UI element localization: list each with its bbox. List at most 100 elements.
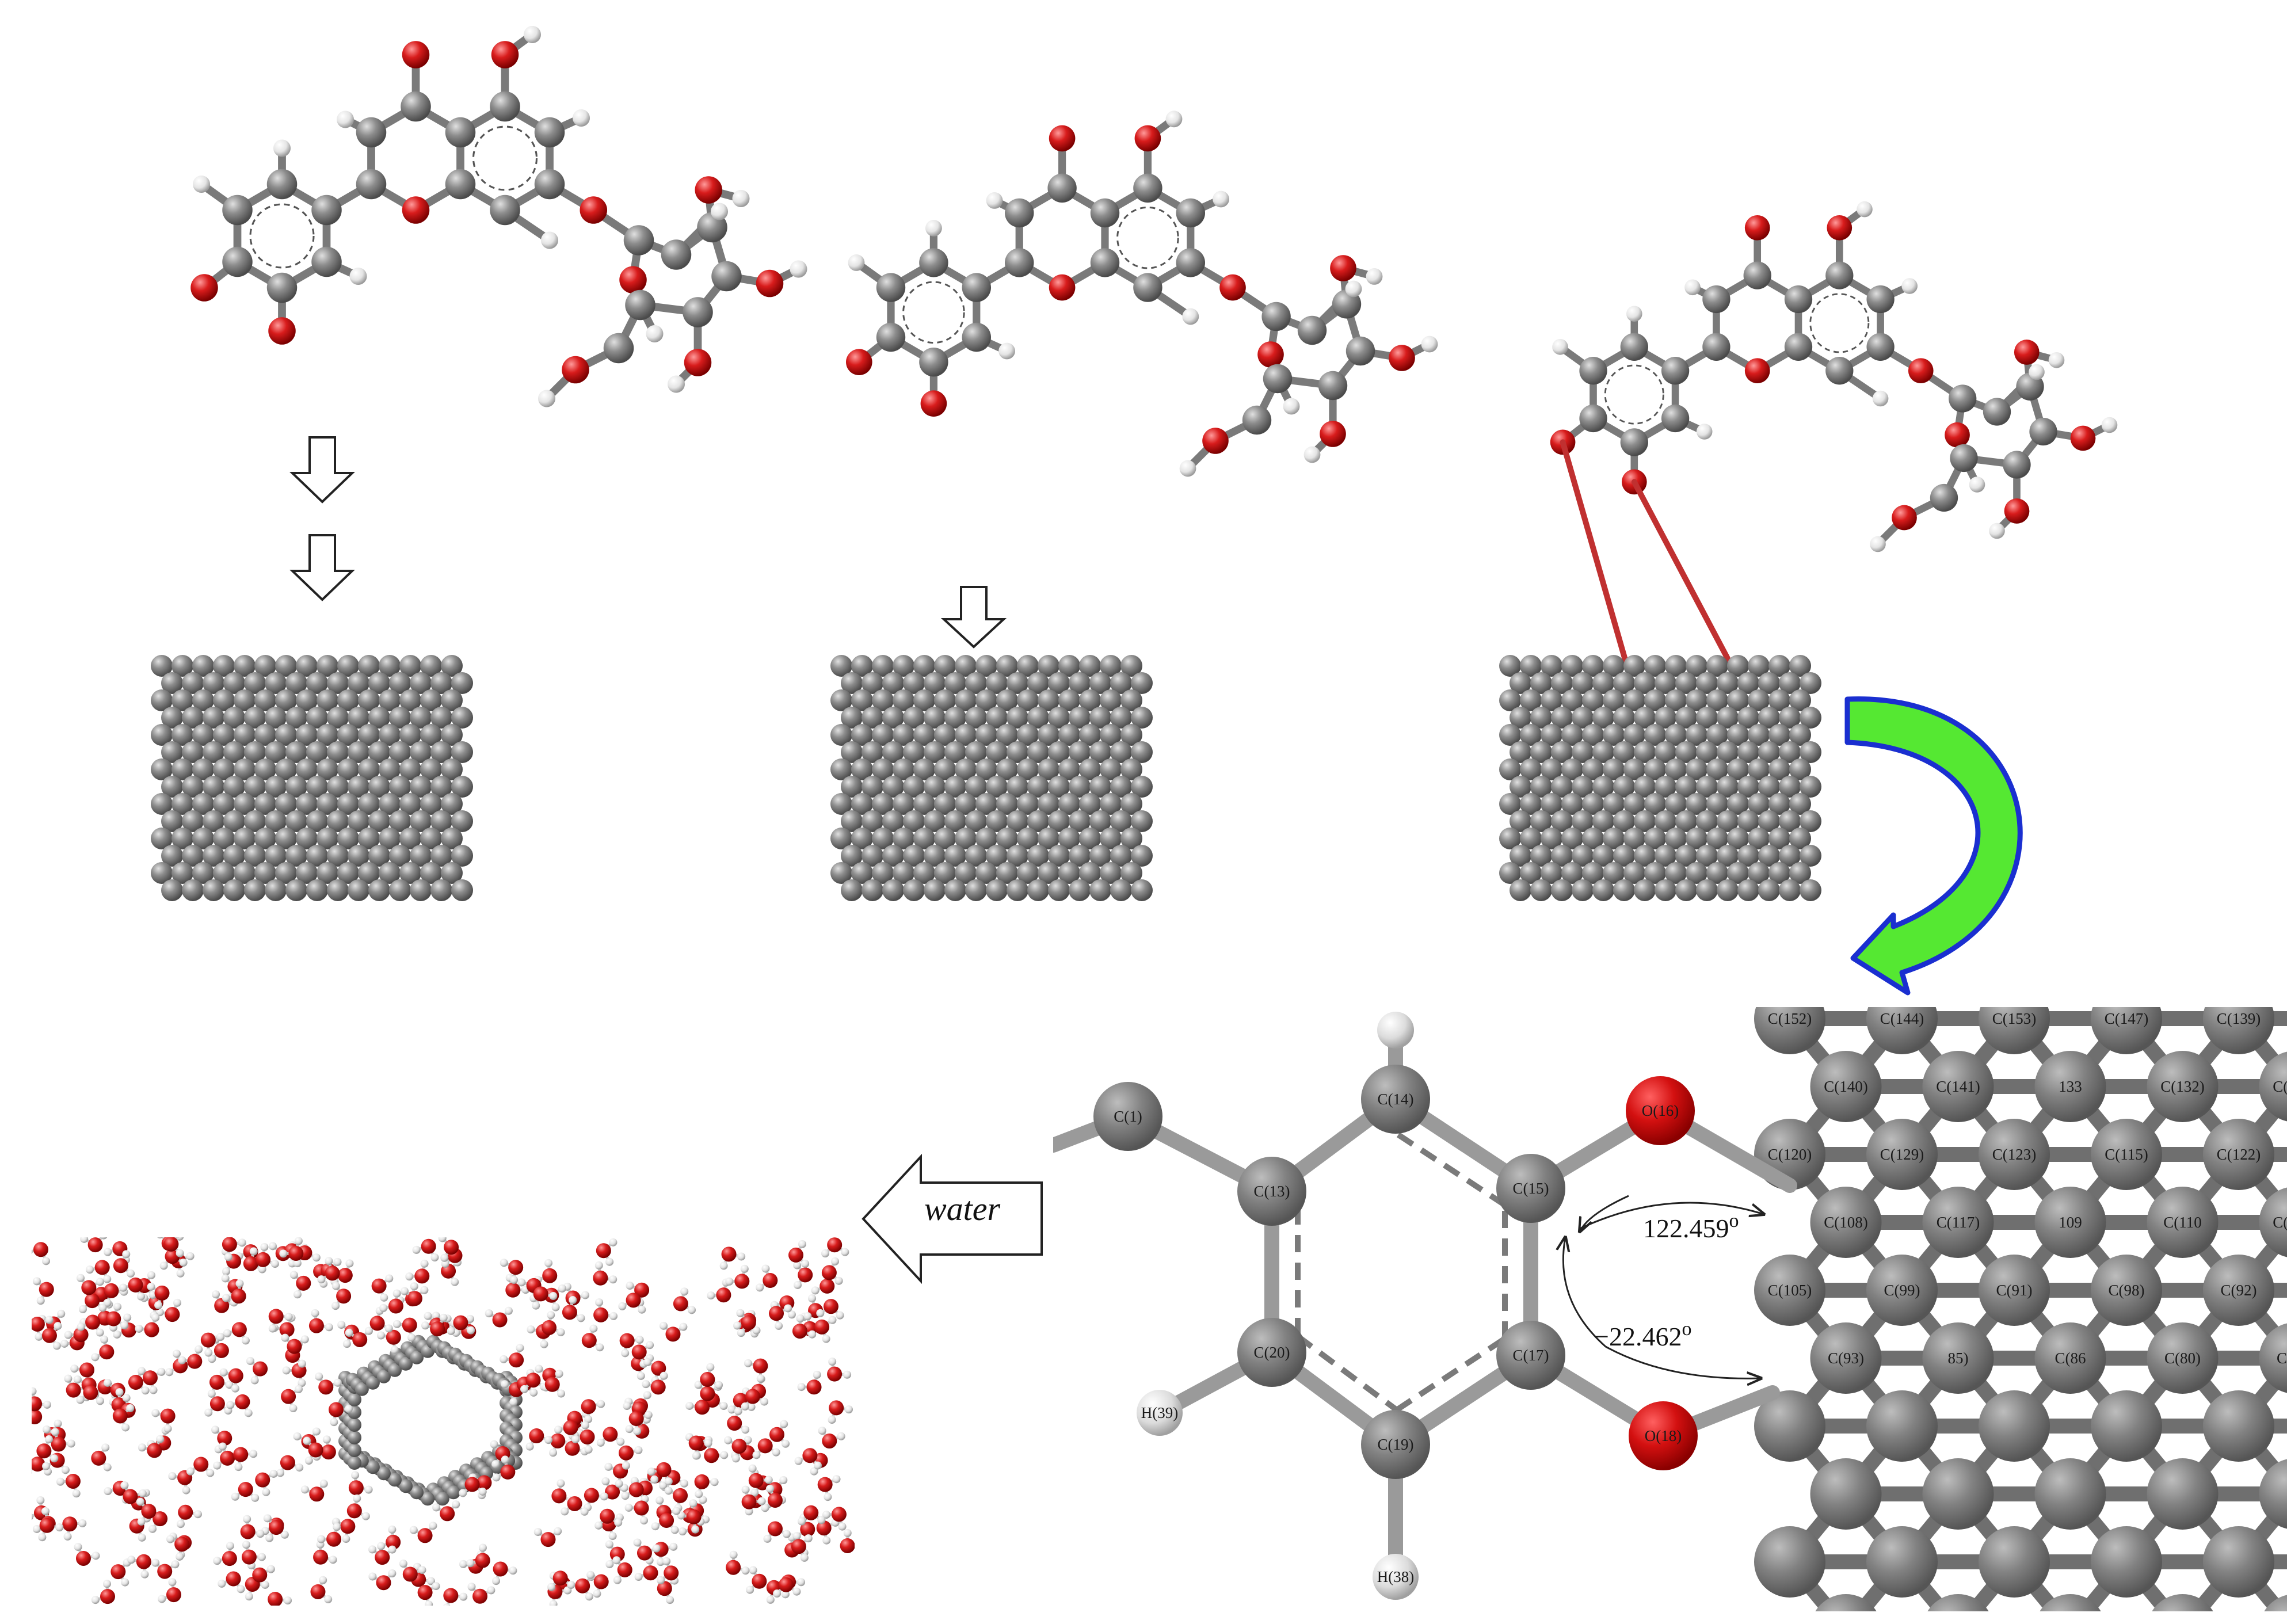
hydrogen-atom bbox=[1989, 523, 2005, 539]
water-oxygen bbox=[593, 1574, 609, 1589]
water-hydrogen bbox=[158, 1595, 166, 1603]
carbon-atom bbox=[962, 322, 992, 352]
hydrogen-atom bbox=[1870, 536, 1886, 552]
water-oxygen bbox=[814, 1319, 830, 1335]
slab-carbon-atom bbox=[1110, 776, 1132, 798]
cluster-carbon-atom bbox=[446, 1485, 460, 1500]
water-oxygen bbox=[36, 1443, 52, 1459]
water-hydrogen bbox=[459, 1592, 468, 1601]
slab-carbon-atom bbox=[161, 845, 183, 867]
sheet-atom-label: C(122) bbox=[2217, 1146, 2261, 1163]
slab-carbon-atom bbox=[244, 707, 266, 729]
slab-carbon-atom bbox=[1510, 707, 1531, 729]
slab-carbon-atom bbox=[1058, 793, 1080, 815]
sheet-carbon-atom bbox=[2259, 1323, 2287, 1393]
slab-carbon-atom bbox=[1768, 862, 1790, 884]
slab-carbon-atom bbox=[399, 793, 421, 815]
slab-carbon-atom bbox=[275, 758, 297, 780]
water-hydrogen bbox=[249, 1450, 258, 1458]
carbon-atom bbox=[1176, 248, 1205, 277]
water-hydrogen bbox=[775, 1321, 783, 1330]
water-hydrogen bbox=[263, 1514, 272, 1523]
slab-carbon-atom bbox=[841, 776, 863, 798]
slab-carbon-atom bbox=[430, 707, 452, 729]
water-oxygen bbox=[268, 1309, 284, 1324]
water-oxygen bbox=[657, 1581, 672, 1596]
slab-carbon-atom bbox=[1727, 758, 1749, 780]
water-hydrogen bbox=[821, 1249, 829, 1258]
water-oxygen bbox=[673, 1296, 688, 1312]
hydrogen-atom bbox=[986, 192, 1003, 209]
slab-carbon-atom bbox=[1561, 793, 1583, 815]
oxygen-atom bbox=[2014, 340, 2040, 365]
oxygen-atom bbox=[756, 269, 784, 298]
slab-carbon-atom bbox=[379, 655, 401, 677]
water-hydrogen bbox=[779, 1476, 788, 1485]
slab-carbon-atom bbox=[1582, 758, 1604, 780]
water-oxygen bbox=[32, 1316, 45, 1332]
water-oxygen bbox=[217, 1431, 232, 1446]
slab-carbon-atom bbox=[420, 793, 442, 815]
slab-carbon-atom bbox=[430, 845, 452, 867]
slab-carbon-atom bbox=[389, 810, 411, 832]
slab-carbon-atom bbox=[1530, 776, 1552, 798]
water-oxygen bbox=[240, 1524, 256, 1539]
hydrogen-atom bbox=[1552, 339, 1568, 355]
water-hydrogen bbox=[492, 1473, 501, 1482]
slab-carbon-atom bbox=[244, 741, 266, 763]
hydrogen-atom bbox=[1366, 268, 1383, 285]
slab-carbon-atom bbox=[182, 741, 204, 763]
water-hydrogen bbox=[123, 1313, 132, 1322]
water-hydrogen bbox=[57, 1309, 66, 1318]
water-hydrogen bbox=[549, 1600, 558, 1606]
slab-carbon-atom bbox=[358, 655, 380, 677]
oxygen-atom bbox=[190, 274, 218, 302]
slab-carbon-atom bbox=[1038, 793, 1059, 815]
slab-carbon-atom bbox=[265, 776, 287, 798]
slab-carbon-atom bbox=[1007, 707, 1028, 729]
slab-carbon-atom bbox=[841, 741, 863, 763]
slab-carbon-atom bbox=[1089, 672, 1111, 694]
slab-carbon-atom bbox=[306, 810, 328, 832]
water-hydrogen bbox=[798, 1240, 806, 1248]
water-hydrogen bbox=[707, 1291, 715, 1300]
catechol-ring-zoom: C(1)C(14)C(13)C(15)O(16)C(17)O(18)C(19)C… bbox=[1053, 1012, 1797, 1600]
slab-carbon-atom bbox=[1706, 862, 1728, 884]
water-hydrogen bbox=[333, 1523, 341, 1531]
slab-carbon-atom bbox=[275, 724, 297, 746]
slab-carbon-atom bbox=[1592, 845, 1614, 867]
slab-carbon-atom bbox=[234, 758, 256, 780]
zoom-atom-label: C(13) bbox=[1254, 1183, 1290, 1200]
slab-carbon-atom bbox=[1120, 689, 1142, 711]
slab-carbon-atom bbox=[1499, 828, 1521, 849]
water-hydrogen bbox=[609, 1312, 618, 1320]
slab-carbon-atom bbox=[1572, 776, 1594, 798]
carbon-atom bbox=[919, 248, 948, 277]
oxygen-atom bbox=[1134, 125, 1161, 152]
slab-carbon-atom bbox=[1727, 793, 1749, 815]
slab-carbon-atom bbox=[1100, 758, 1122, 780]
hydrogen-atom bbox=[524, 26, 541, 43]
slab-carbon-atom bbox=[203, 879, 224, 901]
water-hydrogen bbox=[452, 1500, 460, 1509]
carbon-atom bbox=[1743, 261, 1771, 289]
slab-carbon-atom bbox=[1079, 758, 1101, 780]
water-oxygen bbox=[581, 1399, 596, 1415]
carbon-atom bbox=[311, 195, 342, 226]
slab-carbon-atom bbox=[244, 810, 266, 832]
water-hydrogen bbox=[438, 1237, 447, 1242]
water-oxygen bbox=[220, 1450, 235, 1466]
water-hydrogen bbox=[491, 1460, 500, 1469]
water-hydrogen bbox=[127, 1556, 136, 1564]
water-oxygen bbox=[508, 1260, 524, 1275]
slab-carbon-atom bbox=[1613, 879, 1635, 901]
oxygen-atom bbox=[1744, 215, 1770, 241]
slab-carbon-atom bbox=[1530, 810, 1552, 832]
slab-carbon-atom bbox=[965, 810, 987, 832]
slab-carbon-atom bbox=[882, 707, 904, 729]
slab-carbon-atom bbox=[171, 793, 193, 815]
water-hydrogen bbox=[104, 1248, 112, 1256]
slab-carbon-atom bbox=[306, 845, 328, 867]
water-hydrogen bbox=[385, 1274, 394, 1283]
water-oxygen bbox=[472, 1588, 488, 1604]
